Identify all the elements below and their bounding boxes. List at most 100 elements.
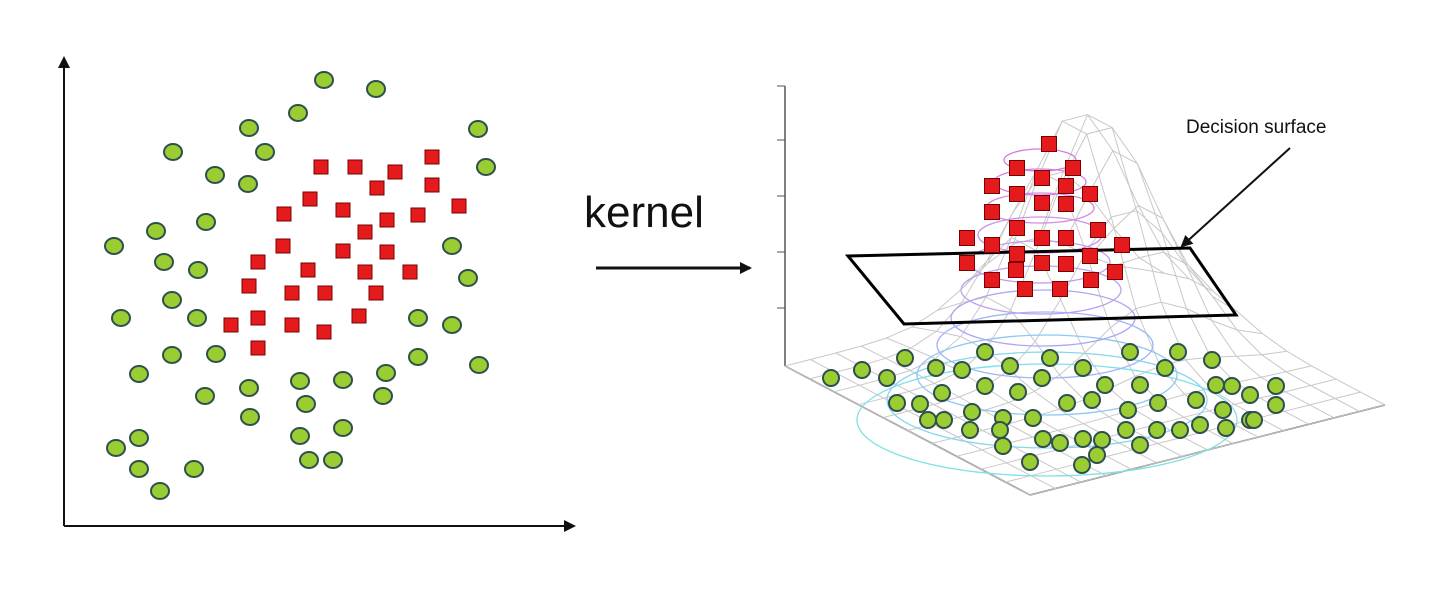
square-point: [316, 324, 332, 340]
square-point: [410, 207, 426, 223]
circle-point: [111, 309, 131, 327]
square-point: [1041, 136, 1057, 152]
square-point: [984, 178, 1000, 194]
circle-point: [1171, 421, 1189, 439]
circle-point: [442, 237, 462, 255]
square-point: [1017, 281, 1033, 297]
square-point: [1009, 186, 1025, 202]
square-point: [1009, 220, 1025, 236]
circle-point: [296, 395, 316, 413]
circle-point: [953, 361, 971, 379]
square-point: [250, 340, 266, 356]
square-point: [1034, 230, 1050, 246]
square-point: [1008, 262, 1024, 278]
circle-point: [333, 419, 353, 437]
square-point: [302, 191, 318, 207]
left-square-points: [223, 149, 467, 356]
circle-point: [878, 369, 896, 387]
square-point: [351, 308, 367, 324]
square-point: [335, 243, 351, 259]
square-point: [276, 206, 292, 222]
circle-point: [1156, 359, 1174, 377]
circle-point: [162, 346, 182, 364]
circle-point: [1058, 394, 1076, 412]
circle-point: [1083, 391, 1101, 409]
square-point: [335, 202, 351, 218]
square-point: [223, 317, 239, 333]
circle-point: [1267, 377, 1285, 395]
right-square-points: [959, 136, 1130, 297]
circle-point: [1169, 343, 1187, 361]
square-point: [424, 149, 440, 165]
circle-point: [991, 421, 1009, 439]
circle-point: [994, 437, 1012, 455]
circle-point: [408, 309, 428, 327]
circle-point: [129, 460, 149, 478]
square-point: [357, 224, 373, 240]
square-point: [1009, 160, 1025, 176]
square-point: [1090, 222, 1106, 238]
circle-point: [1241, 386, 1259, 404]
circle-point: [469, 356, 489, 374]
circle-point: [187, 309, 207, 327]
square-point: [959, 230, 975, 246]
circle-point: [1024, 409, 1042, 427]
square-point: [959, 255, 975, 271]
circle-point: [1034, 430, 1052, 448]
square-point: [1052, 281, 1068, 297]
left-circle-points: [104, 71, 496, 500]
circle-point: [468, 120, 488, 138]
circle-point: [888, 394, 906, 412]
square-point: [369, 180, 385, 196]
circle-point: [1041, 349, 1059, 367]
square-point: [317, 285, 333, 301]
circle-point: [1148, 421, 1166, 439]
square-point: [357, 264, 373, 280]
square-point: [451, 198, 467, 214]
circle-point: [366, 80, 386, 98]
circle-point: [290, 372, 310, 390]
circle-point: [195, 387, 215, 405]
circle-point: [1073, 456, 1091, 474]
square-point: [1082, 248, 1098, 264]
circle-point: [205, 166, 225, 184]
square-point: [379, 244, 395, 260]
circle-point: [206, 345, 226, 363]
circle-point: [1131, 436, 1149, 454]
square-point: [1065, 160, 1081, 176]
circle-point: [1217, 419, 1235, 437]
circle-point: [323, 451, 343, 469]
square-point: [284, 285, 300, 301]
circle-point: [288, 104, 308, 122]
circle-point: [154, 253, 174, 271]
square-point: [300, 262, 316, 278]
circle-point: [853, 361, 871, 379]
circle-point: [299, 451, 319, 469]
circle-point: [239, 379, 259, 397]
circle-point: [963, 403, 981, 421]
circle-point: [1096, 376, 1114, 394]
circle-point: [911, 395, 929, 413]
circle-point: [163, 143, 183, 161]
circle-point: [1074, 430, 1092, 448]
circle-point: [822, 369, 840, 387]
square-point: [984, 204, 1000, 220]
square-point: [402, 264, 418, 280]
circle-point: [290, 427, 310, 445]
square-point: [1058, 256, 1074, 272]
square-point: [250, 254, 266, 270]
square-point: [1058, 196, 1074, 212]
circle-point: [1207, 376, 1225, 394]
right-circle-points: [822, 343, 1285, 474]
circle-point: [933, 384, 951, 402]
circle-point: [1203, 351, 1221, 369]
circle-point: [927, 359, 945, 377]
circle-point: [146, 222, 166, 240]
square-point: [1107, 264, 1123, 280]
circle-point: [476, 158, 496, 176]
circle-point: [1214, 401, 1232, 419]
circle-point: [1093, 431, 1111, 449]
circle-point: [896, 349, 914, 367]
square-point: [1034, 170, 1050, 186]
square-point: [424, 177, 440, 193]
